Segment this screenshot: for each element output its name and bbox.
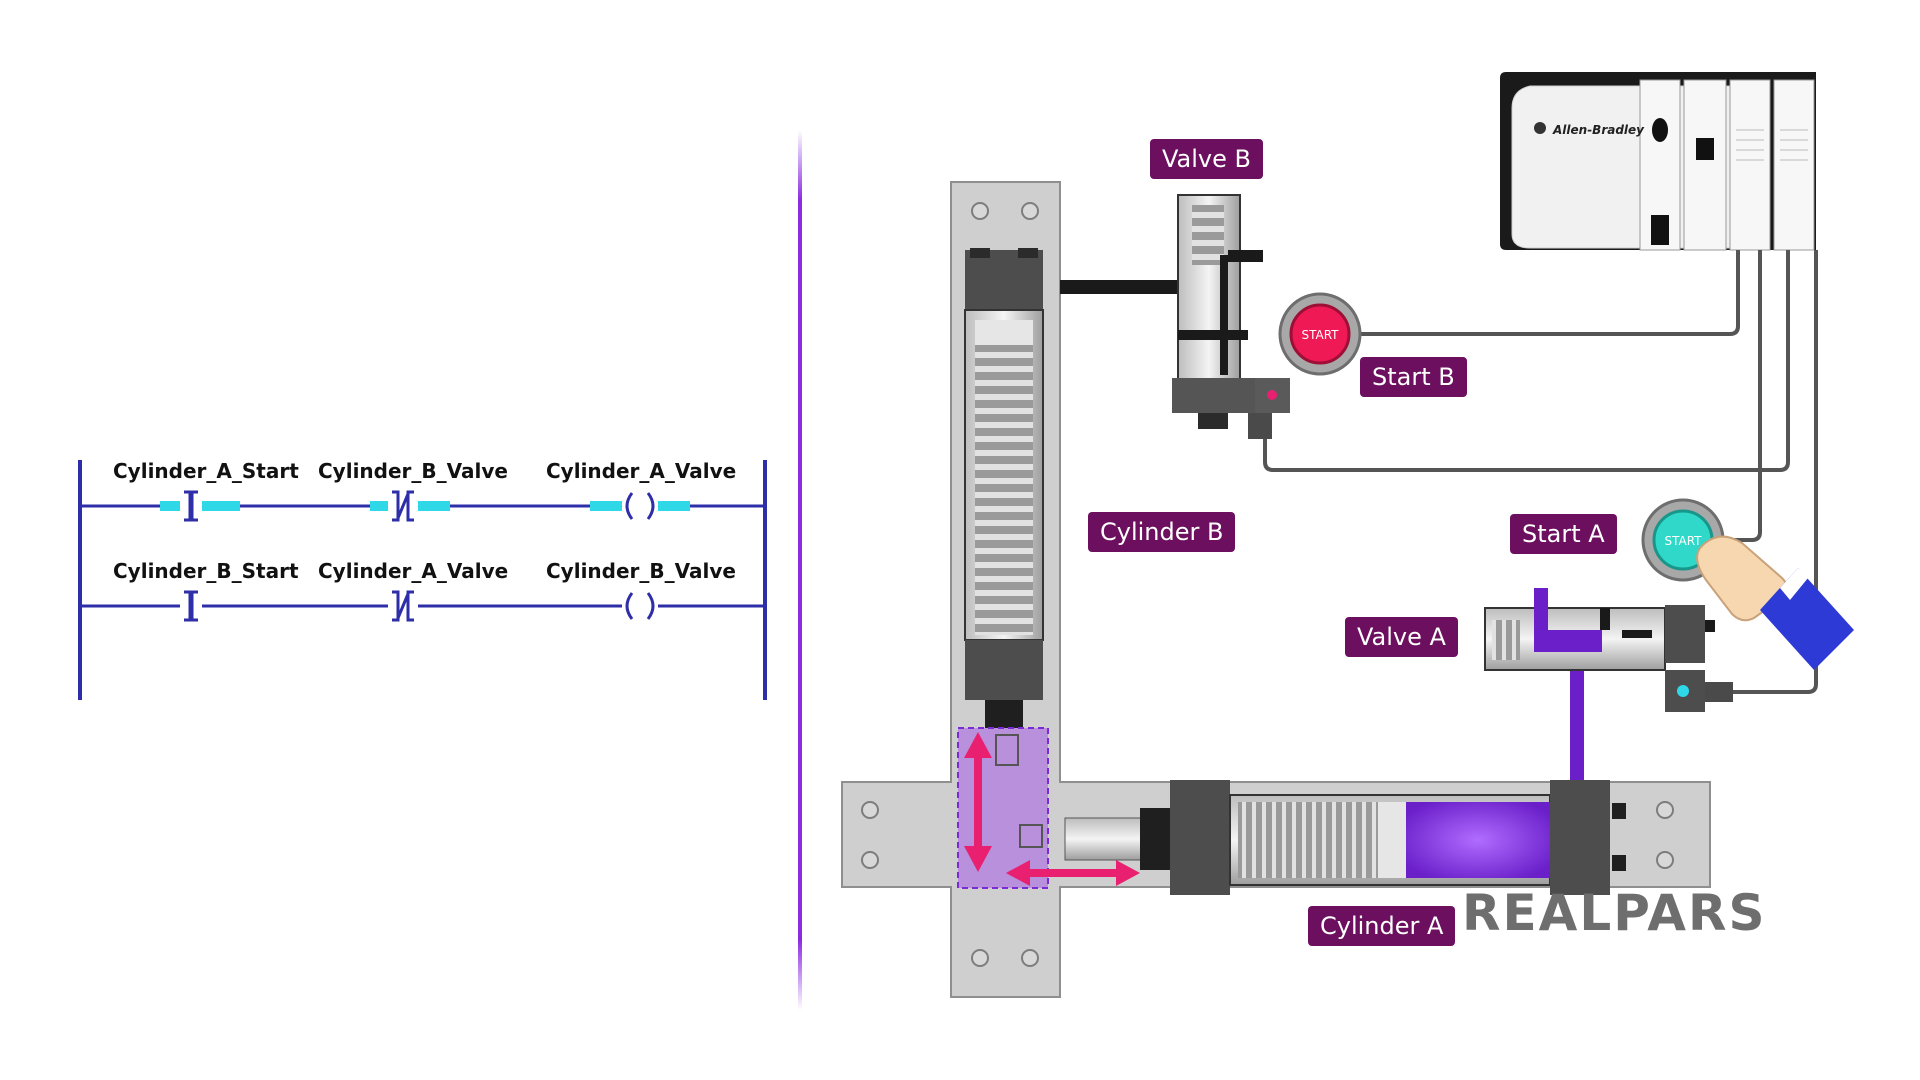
label-cylinder-b: Cylinder B [1088, 512, 1236, 552]
plc-controller [1500, 72, 1816, 251]
rung1-nc-contact [388, 490, 418, 522]
label-cylinder-a: Cylinder A [1308, 906, 1456, 946]
rung1-contact2-label: Cylinder_B_Valve [318, 459, 508, 483]
rung2-no-contact [180, 590, 202, 622]
wiring [1263, 250, 1818, 694]
rung-1 [80, 490, 765, 522]
valve-a [1484, 588, 1733, 780]
plc-brand-text: Allen-Bradley [1552, 123, 1645, 137]
rung2-contact1-label: Cylinder_B_Start [113, 559, 299, 583]
cylinder-b [964, 248, 1044, 728]
ladder-diagram [78, 460, 767, 700]
rung1-contact1-label: Cylinder_A_Start [113, 459, 299, 483]
vertical-divider [798, 130, 802, 1010]
rung2-nc-contact [388, 590, 418, 622]
rung1-coil [622, 490, 658, 522]
label-valve-a: Valve A [1345, 617, 1458, 657]
start-button-a-text: START [1664, 534, 1702, 548]
label-valve-b: Valve B [1150, 139, 1263, 179]
rung1-coil-label: Cylinder_A_Valve [546, 459, 737, 483]
rung1-no-contact [180, 490, 202, 522]
valve-b [1060, 194, 1290, 439]
hand-icon [1696, 535, 1854, 670]
cylinder-a [1064, 780, 1626, 895]
rung2-contact2-label: Cylinder_A_Valve [318, 559, 509, 583]
vertical-motion-arrow [964, 732, 992, 872]
rung2-coil-label: Cylinder_B_Valve [546, 559, 736, 583]
rung2-coil [622, 590, 658, 622]
start-button-b[interactable] [1278, 292, 1362, 376]
horizontal-motion-arrow [1006, 860, 1140, 886]
label-start-a: Start A [1510, 514, 1617, 554]
mounting-plate [841, 181, 1711, 998]
start-button-b-text: START [1301, 328, 1339, 342]
label-start-b: Start B [1360, 357, 1467, 397]
rung-2 [80, 590, 765, 622]
realpars-logo: REALPARS [1462, 884, 1767, 942]
